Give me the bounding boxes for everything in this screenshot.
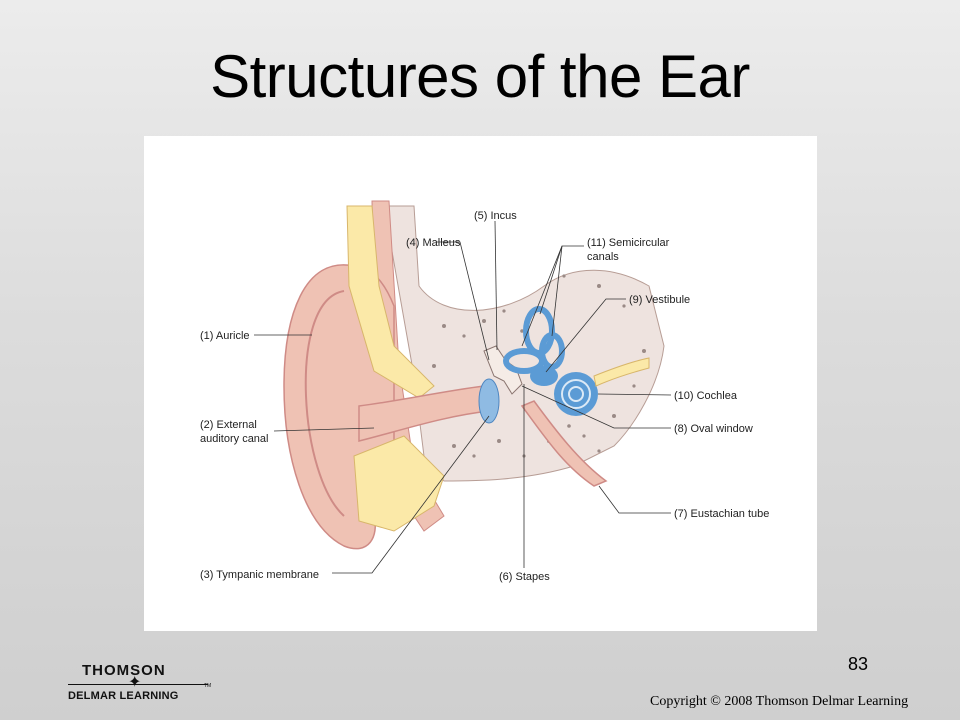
label-stapes: (6) Stapes — [499, 571, 550, 583]
logo-delmar-text: DELMAR LEARNING — [68, 690, 179, 702]
logo-trademark: TM — [204, 683, 212, 689]
auditory-nerve — [593, 357, 650, 387]
slide-number: 83 — [848, 654, 869, 674]
eustachian-tube-shape — [520, 400, 608, 487]
tympanic-membrane-shape — [478, 378, 500, 424]
label-semicircular-canals: (11) Semicircular — [587, 237, 670, 249]
label-vestibule: (9) Vestibule — [629, 294, 690, 306]
logo-divider — [68, 684, 208, 685]
star-icon: ✦ — [128, 674, 142, 691]
cartilage-upper — [346, 205, 435, 399]
ear-diagram-panel: (1) Auricle (2) External auditory canal … — [144, 136, 817, 631]
label-eustachian-tube: (7) Eustachian tube — [674, 508, 769, 520]
cartilage-lower — [353, 435, 445, 532]
cochlea-shape — [554, 372, 598, 416]
label-cochlea: (10) Cochlea — [674, 390, 738, 402]
ossicles-shape — [483, 345, 523, 395]
label-oval-window: (8) Oval window — [674, 423, 753, 435]
label-semicircular-canals-line2: canals — [587, 251, 619, 263]
label-external-auditory-canal: (2) External — [200, 419, 257, 431]
label-incus: (5) Incus — [474, 210, 517, 222]
auricle-fold — [304, 290, 345, 517]
vestibule-shape — [530, 366, 558, 386]
copyright-notice: Copyright © 2008 Thomson Delmar Learning — [650, 694, 909, 709]
logo-thomson-text: THOMSON — [82, 662, 166, 679]
label-auricle: (1) Auricle — [200, 330, 250, 342]
label-tympanic-membrane: (3) Tympanic membrane — [200, 569, 319, 581]
label-external-auditory-canal-line2: auditory canal — [200, 433, 269, 445]
slide-title: Structures of the Ear — [210, 43, 750, 110]
bone-texture — [432, 274, 646, 458]
ear-anatomy-illustration: (1) Auricle (2) External auditory canal … — [200, 200, 769, 583]
thomson-delmar-logo: THOMSON ✦ TM DELMAR LEARNING — [62, 662, 222, 708]
label-malleus: (4) Malleus — [406, 237, 461, 249]
leader-lines — [254, 220, 672, 574]
